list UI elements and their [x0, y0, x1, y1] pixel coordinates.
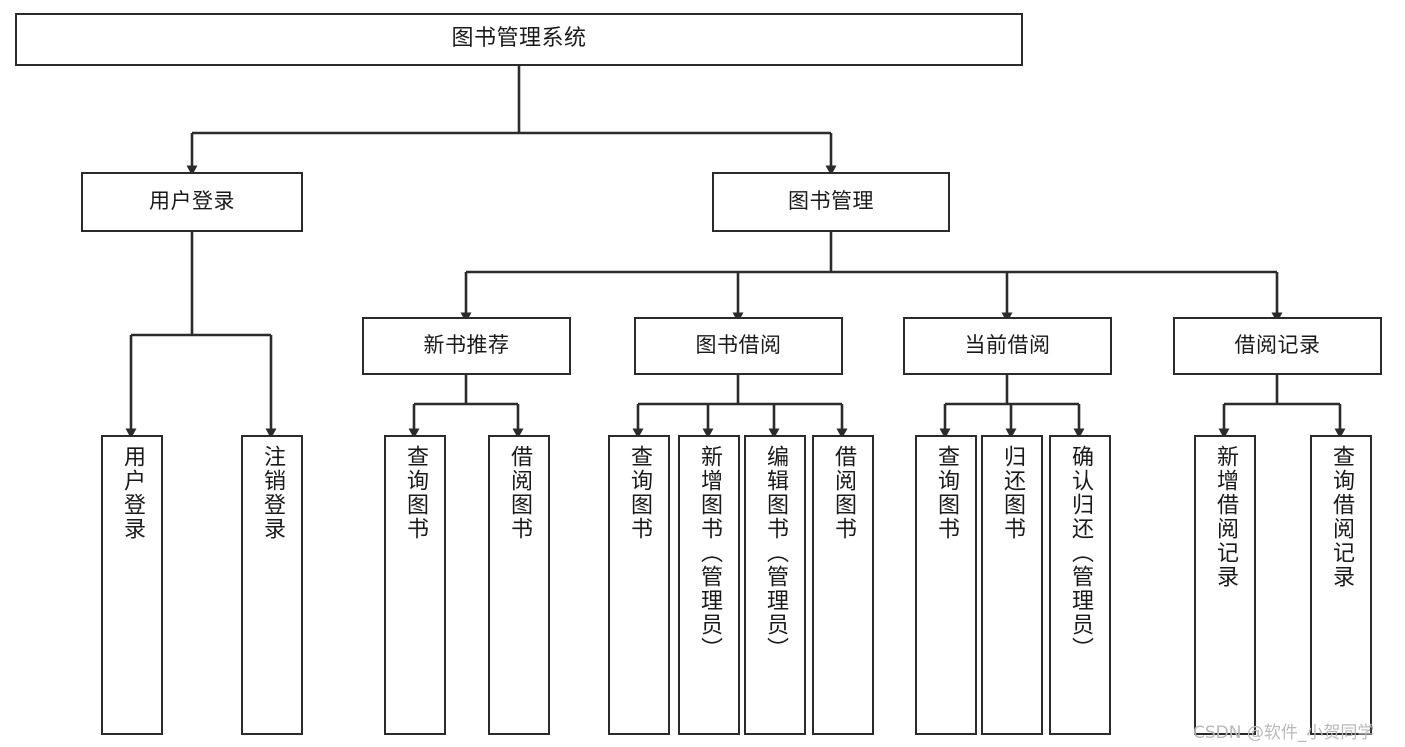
- node-new-book-recommend[interactable]: 新书推荐: [362, 317, 571, 375]
- leaf-query-book-1[interactable]: 查询图书: [384, 435, 446, 735]
- node-current-borrow[interactable]: 当前借阅: [903, 317, 1112, 375]
- node-book-borrow[interactable]: 图书借阅: [634, 317, 843, 375]
- leaf-user-login[interactable]: 用户登录: [101, 435, 163, 735]
- leaf-query-book-3-label: 查询图书: [934, 445, 959, 541]
- leaf-add-record[interactable]: 新增借阅记录: [1194, 435, 1256, 735]
- leaf-user-login-label: 用户登录: [120, 445, 145, 541]
- leaf-borrow-book-1-label: 借阅图书: [507, 445, 532, 541]
- leaf-query-book-2-label: 查询图书: [627, 445, 652, 541]
- leaf-add-record-label: 新增借阅记录: [1213, 445, 1238, 589]
- leaf-borrow-book-1[interactable]: 借阅图书: [488, 435, 550, 735]
- leaf-add-book[interactable]: 新增图书（管理员）: [678, 435, 740, 735]
- leaf-query-record-label: 查询借阅记录: [1329, 445, 1354, 589]
- leaf-borrow-book-2-label: 借阅图书: [831, 445, 856, 541]
- csdn-watermark: CSDN @软件_小贺同学: [1193, 723, 1375, 743]
- node-new-book-recommend-label: 新书推荐: [423, 333, 510, 358]
- leaf-logout-login[interactable]: 注销登录: [241, 435, 303, 735]
- leaf-logout-login-label: 注销登录: [260, 445, 285, 541]
- leaf-return-book[interactable]: 归还图书: [981, 435, 1043, 735]
- node-book-borrow-label: 图书借阅: [695, 333, 782, 358]
- leaf-query-book-1-label: 查询图书: [403, 445, 428, 541]
- node-root-label: 图书管理系统: [451, 26, 587, 52]
- leaf-confirm-return[interactable]: 确认归还（管理员）: [1049, 435, 1111, 735]
- node-user-login[interactable]: 用户登录: [81, 172, 303, 232]
- node-current-borrow-label: 当前借阅: [964, 333, 1051, 358]
- leaf-edit-book-label: 编辑图书（管理员）: [763, 445, 788, 661]
- node-book-management-label: 图书管理: [788, 189, 874, 214]
- leaf-confirm-return-label: 确认归还（管理员）: [1068, 445, 1093, 661]
- leaf-edit-book[interactable]: 编辑图书（管理员）: [744, 435, 806, 735]
- node-user-login-label: 用户登录: [149, 189, 235, 214]
- leaf-add-book-label: 新增图书（管理员）: [697, 445, 722, 661]
- leaf-query-book-3[interactable]: 查询图书: [915, 435, 977, 735]
- node-root[interactable]: 图书管理系统: [15, 13, 1023, 66]
- node-book-management[interactable]: 图书管理: [712, 172, 950, 232]
- node-borrow-record[interactable]: 借阅记录: [1173, 317, 1382, 375]
- leaf-borrow-book-2[interactable]: 借阅图书: [812, 435, 874, 735]
- node-borrow-record-label: 借阅记录: [1234, 333, 1321, 358]
- leaf-query-book-2[interactable]: 查询图书: [608, 435, 670, 735]
- leaf-return-book-label: 归还图书: [1000, 445, 1025, 541]
- leaf-query-record[interactable]: 查询借阅记录: [1310, 435, 1372, 735]
